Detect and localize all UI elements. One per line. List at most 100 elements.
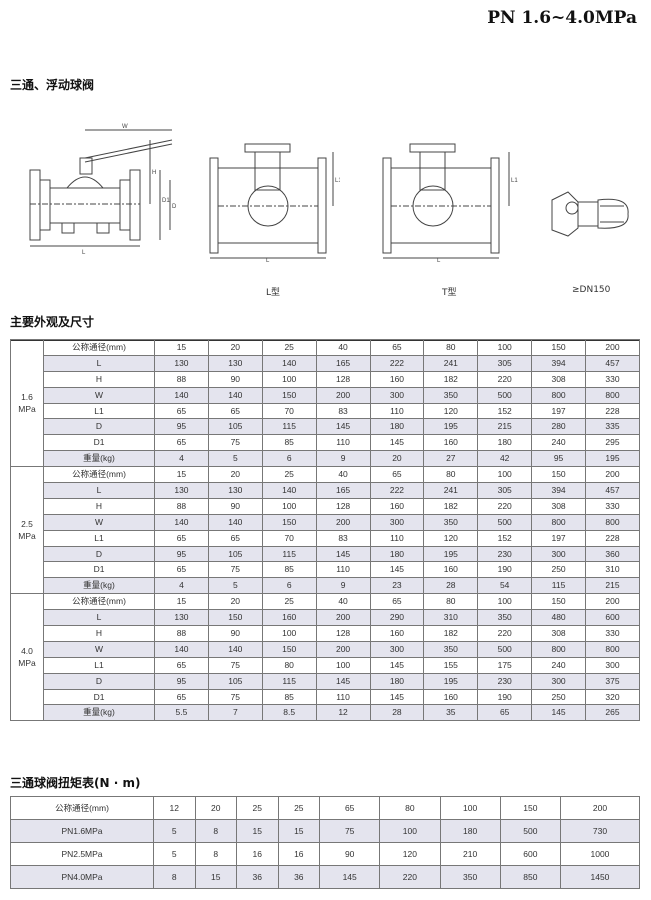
table-cell: 500 <box>477 640 533 658</box>
section-title-valve-type: 三通、浮动球阀 <box>10 78 95 92</box>
table-cell: 88 <box>154 370 209 388</box>
table-cell: 165 <box>315 354 371 372</box>
table-cell: 70 <box>261 529 317 547</box>
table-cell: 145 <box>369 656 425 674</box>
table-cell: 15 <box>154 593 209 611</box>
table-cell: 360 <box>585 545 640 563</box>
row-label: 公称通径(mm) <box>43 593 155 611</box>
table-cell: 90 <box>207 625 263 642</box>
table-cell: 110 <box>315 561 371 579</box>
row-label: H <box>43 370 155 388</box>
row-label: D <box>43 672 155 690</box>
table-cell: 128 <box>315 625 371 642</box>
row-label: D <box>43 418 155 436</box>
row-label: 公称通径(mm) <box>43 466 155 484</box>
table-cell: 20 <box>207 593 263 611</box>
table-cell: 110 <box>369 529 425 547</box>
table-cell: 100 <box>261 625 317 642</box>
table-cell: 182 <box>423 625 479 642</box>
table-cell: 9 <box>315 577 371 595</box>
table-cell: 300 <box>369 386 425 404</box>
row-label: L1 <box>43 402 155 420</box>
dim-label-w: W <box>122 124 128 130</box>
table-cell: 75 <box>207 656 263 674</box>
table-cell: 222 <box>369 482 425 499</box>
row-label: PN4.0MPa <box>10 865 154 889</box>
table-cell: 128 <box>315 497 371 515</box>
row-label: D <box>43 545 155 563</box>
table-cell: 182 <box>423 370 479 388</box>
table-cell: 145 <box>315 418 371 436</box>
table-cell: 15 <box>236 819 279 843</box>
table-cell: 200 <box>315 609 371 627</box>
table-cell: 195 <box>423 672 479 690</box>
table-cell: 145 <box>369 561 425 579</box>
table-cell: 330 <box>585 625 640 642</box>
table-cell: 95 <box>531 450 586 468</box>
row-label: D1 <box>43 561 155 579</box>
row-label: 重量(kg) <box>43 704 155 722</box>
table-cell: 800 <box>585 386 640 404</box>
table-cell: 35 <box>423 704 479 722</box>
table-cell: 95 <box>154 672 209 690</box>
caption-gear-operator: ≥DN150 <box>572 285 611 295</box>
row-label: 重量(kg) <box>43 450 155 468</box>
table-cell: 7 <box>207 704 263 722</box>
table-cell: 195 <box>585 450 640 468</box>
table-cell: 100 <box>379 819 441 843</box>
valve-t-type-drawing: L L1 <box>382 143 518 263</box>
table-cell: 220 <box>477 497 533 515</box>
table-cell: 1000 <box>559 842 641 866</box>
table-cell: 200 <box>315 386 371 404</box>
table-cell: 8.5 <box>261 704 317 722</box>
valve-l-type-drawing: L L1 <box>209 143 340 263</box>
table-cell: 65 <box>207 529 263 547</box>
table-cell: 105 <box>207 672 263 690</box>
table-cell: 16 <box>277 842 321 866</box>
row-label: 重量(kg) <box>43 577 155 595</box>
table-cell: 152 <box>477 402 533 420</box>
table-cell: 280 <box>531 418 586 436</box>
table-cell: 500 <box>499 819 561 843</box>
pressure-text: 2.5 <box>21 519 33 530</box>
table-cell: 25 <box>277 796 321 820</box>
table-cell: 65 <box>369 339 425 356</box>
table-cell: 100 <box>439 796 501 820</box>
table-cell: 195 <box>423 545 479 563</box>
table-cell: 115 <box>531 577 586 595</box>
table-cell: 8 <box>153 865 196 889</box>
table-cell: 115 <box>261 418 317 436</box>
table-cell: 165 <box>315 482 371 499</box>
table-cell: 128 <box>315 370 371 388</box>
table-cell: 197 <box>531 402 586 420</box>
table-cell: 220 <box>477 625 533 642</box>
table-cell: 16 <box>236 842 279 866</box>
pressure-text: 4.0 <box>21 646 33 657</box>
table-cell: 90 <box>207 497 263 515</box>
table-cell: 394 <box>531 354 586 372</box>
table-cell: 140 <box>261 482 317 499</box>
table-cell: 330 <box>585 370 640 388</box>
table-cell: 25 <box>261 339 317 356</box>
table-cell: 500 <box>477 513 533 531</box>
table-cell: 140 <box>207 640 263 658</box>
table-cell: 145 <box>319 865 381 889</box>
table-cell: 80 <box>379 796 441 820</box>
row-label: L1 <box>43 656 155 674</box>
table-cell: 500 <box>477 386 533 404</box>
table-cell: 190 <box>477 688 533 706</box>
table-cell: 230 <box>477 545 533 563</box>
table-cell: 295 <box>585 434 640 452</box>
table-cell: 140 <box>207 386 263 404</box>
section-title-torque: 三通球阀扭矩表(N · m) <box>10 776 141 790</box>
table-cell: 100 <box>477 466 533 484</box>
row-label: PN1.6MPa <box>10 819 154 843</box>
